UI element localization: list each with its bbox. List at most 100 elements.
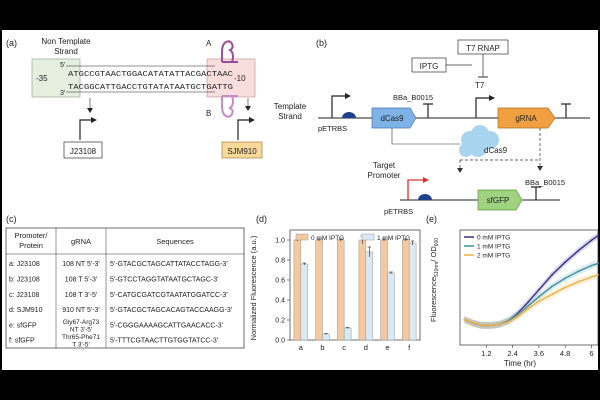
promoter-t7-arrow bbox=[489, 95, 495, 101]
promoter-sjm910-box bbox=[221, 141, 263, 159]
three-prime-bottom: 3' bbox=[60, 90, 65, 97]
table-cell-sequence: 5'-CATGCGATCGTAATATGGATCC-3' bbox=[110, 292, 228, 299]
table-cell-grna-2: NT 3'-5' bbox=[70, 326, 92, 333]
line-point bbox=[590, 276, 593, 279]
bar-b-1 bbox=[322, 333, 330, 341]
arrow-head-j23108 bbox=[87, 108, 93, 113]
target-promoter-label-2: Promoter bbox=[368, 171, 401, 180]
target-promoter-icon bbox=[407, 179, 424, 200]
panel-c: (c) Promoter/ Protein gRNA Sequences a: … bbox=[5, 214, 245, 349]
bar-e-1 bbox=[387, 272, 395, 341]
panel-b-label: (b) bbox=[316, 38, 327, 48]
line-point bbox=[507, 321, 510, 323]
bba-bottom-label: BBa_B0015 bbox=[525, 178, 565, 187]
pe-top-label: pETRBS bbox=[318, 124, 347, 133]
bar-b-0 bbox=[315, 239, 323, 341]
line-point bbox=[537, 300, 540, 303]
promoter-j23108-label: J23108 bbox=[70, 147, 97, 156]
promoter-sjm910-arrow bbox=[249, 117, 255, 123]
line-x-tick-label: 2.4 bbox=[507, 349, 517, 358]
bar-x-tick-label: d bbox=[364, 343, 368, 352]
table-cell-grna: Thr65-Phe71 bbox=[62, 334, 100, 341]
line-point bbox=[597, 273, 599, 276]
t7-label: T7 bbox=[475, 81, 485, 90]
line-point bbox=[516, 316, 518, 319]
bar-a-0 bbox=[293, 239, 302, 341]
promoter-top-arrow bbox=[345, 93, 351, 99]
five-prime-top: 5' bbox=[60, 62, 65, 69]
bar-d-0 bbox=[358, 239, 367, 341]
panel-e: (e) Fluorescence510nm/ OD600 Time (hr) 1… bbox=[426, 214, 599, 368]
line-point bbox=[537, 295, 540, 298]
promoter-top-icon bbox=[331, 95, 346, 118]
line-band-2 bbox=[464, 271, 598, 329]
line-point bbox=[577, 280, 580, 283]
line-point bbox=[463, 318, 466, 321]
grna-arrow-head bbox=[537, 166, 543, 171]
bar-legend-swatch bbox=[361, 233, 375, 241]
target-promoter-arrow bbox=[423, 177, 429, 183]
line-point bbox=[564, 286, 567, 289]
promoter-sjm910-icon bbox=[237, 119, 250, 140]
line-y-axis-title: Fluorescence510nm/ OD600 bbox=[429, 238, 440, 322]
sequence-top: ATGCCGTAACTGGACATATATTACGACTAAC bbox=[68, 71, 234, 79]
bar-x-tick-label: c bbox=[342, 343, 346, 352]
table-cell-sequence: 5'-GTCCTAGGTATAATGCTAGC-3' bbox=[110, 276, 218, 283]
bar-y-tick-label: 0.2 bbox=[275, 318, 285, 325]
table-cell-grna-2: T 3'-5' bbox=[72, 342, 90, 349]
bar-legend-swatch bbox=[295, 233, 309, 241]
template-title-1: Template bbox=[274, 102, 307, 111]
rbs-bottom-icon bbox=[418, 194, 432, 200]
table-header-sequences: Sequences bbox=[156, 237, 194, 246]
line-y-axis-title-sub: 510nm bbox=[434, 262, 440, 277]
panel-e-label: (e) bbox=[426, 214, 437, 224]
panel-b: (b) T7 RNAP IPTG T7 dCas9 BBa_B0015 pETR… bbox=[316, 38, 590, 216]
bar-y-axis-title: Normalized Fluorescence (a.u.) bbox=[249, 235, 258, 340]
panel-a: (a) Non Template Strand -35 -10 5' 3' AT… bbox=[6, 37, 307, 159]
line-point bbox=[551, 273, 553, 276]
table-cell-grna: Gly67-Arg73 bbox=[63, 319, 100, 326]
table-cell-sequence: 5'-GTACGCTAGCACAGTACCAAGG-3' bbox=[110, 307, 232, 314]
line-series-2 bbox=[464, 274, 599, 327]
line-band-1 bbox=[464, 259, 598, 329]
table-cell-sequence: 5'-CGGGAAAAGCATTGAACACC-3' bbox=[110, 322, 223, 329]
minus10-label: -10 bbox=[234, 74, 246, 83]
line-point bbox=[472, 322, 475, 325]
line-x-tick-label: 6 bbox=[589, 349, 593, 358]
bar-y-tick-label: 0.4 bbox=[275, 298, 285, 305]
dcas9-expression-arrow bbox=[391, 128, 460, 145]
panel-c-label: (c) bbox=[6, 214, 17, 224]
bar-x-tick-label: e bbox=[385, 343, 389, 352]
promoter-j23108-icon bbox=[79, 119, 92, 140]
site-a-label: A bbox=[206, 39, 212, 48]
minus35-label: -35 bbox=[36, 74, 48, 83]
table-cell-promoter: a: J23108 bbox=[9, 261, 40, 268]
line-point bbox=[590, 264, 593, 267]
table-cell-promoter: e: sfGFP bbox=[9, 322, 37, 329]
panel-d: (d) Normalized Fluorescence (a.u.) 0.00.… bbox=[249, 214, 421, 352]
bar-f-0 bbox=[401, 239, 410, 341]
line-point bbox=[597, 262, 599, 265]
line-x-axis-title: Time (hr) bbox=[504, 359, 536, 368]
template-title-2: Strand bbox=[278, 112, 302, 121]
bar-y-tick-label: 1.0 bbox=[275, 238, 285, 245]
table-cell-promoter: f: sfGFP bbox=[9, 338, 35, 345]
non-template-title-2: Strand bbox=[54, 47, 78, 56]
minus10-box bbox=[206, 58, 256, 98]
line-point bbox=[590, 239, 593, 242]
line-point bbox=[564, 277, 567, 280]
table-cell-grna: 108 NT 5'-3' bbox=[62, 261, 100, 268]
rbs-top-icon bbox=[342, 112, 356, 118]
sgrna-a-icon bbox=[221, 40, 238, 63]
line-y-axis-title-tail: / OD bbox=[429, 246, 438, 262]
line-point bbox=[524, 307, 527, 310]
